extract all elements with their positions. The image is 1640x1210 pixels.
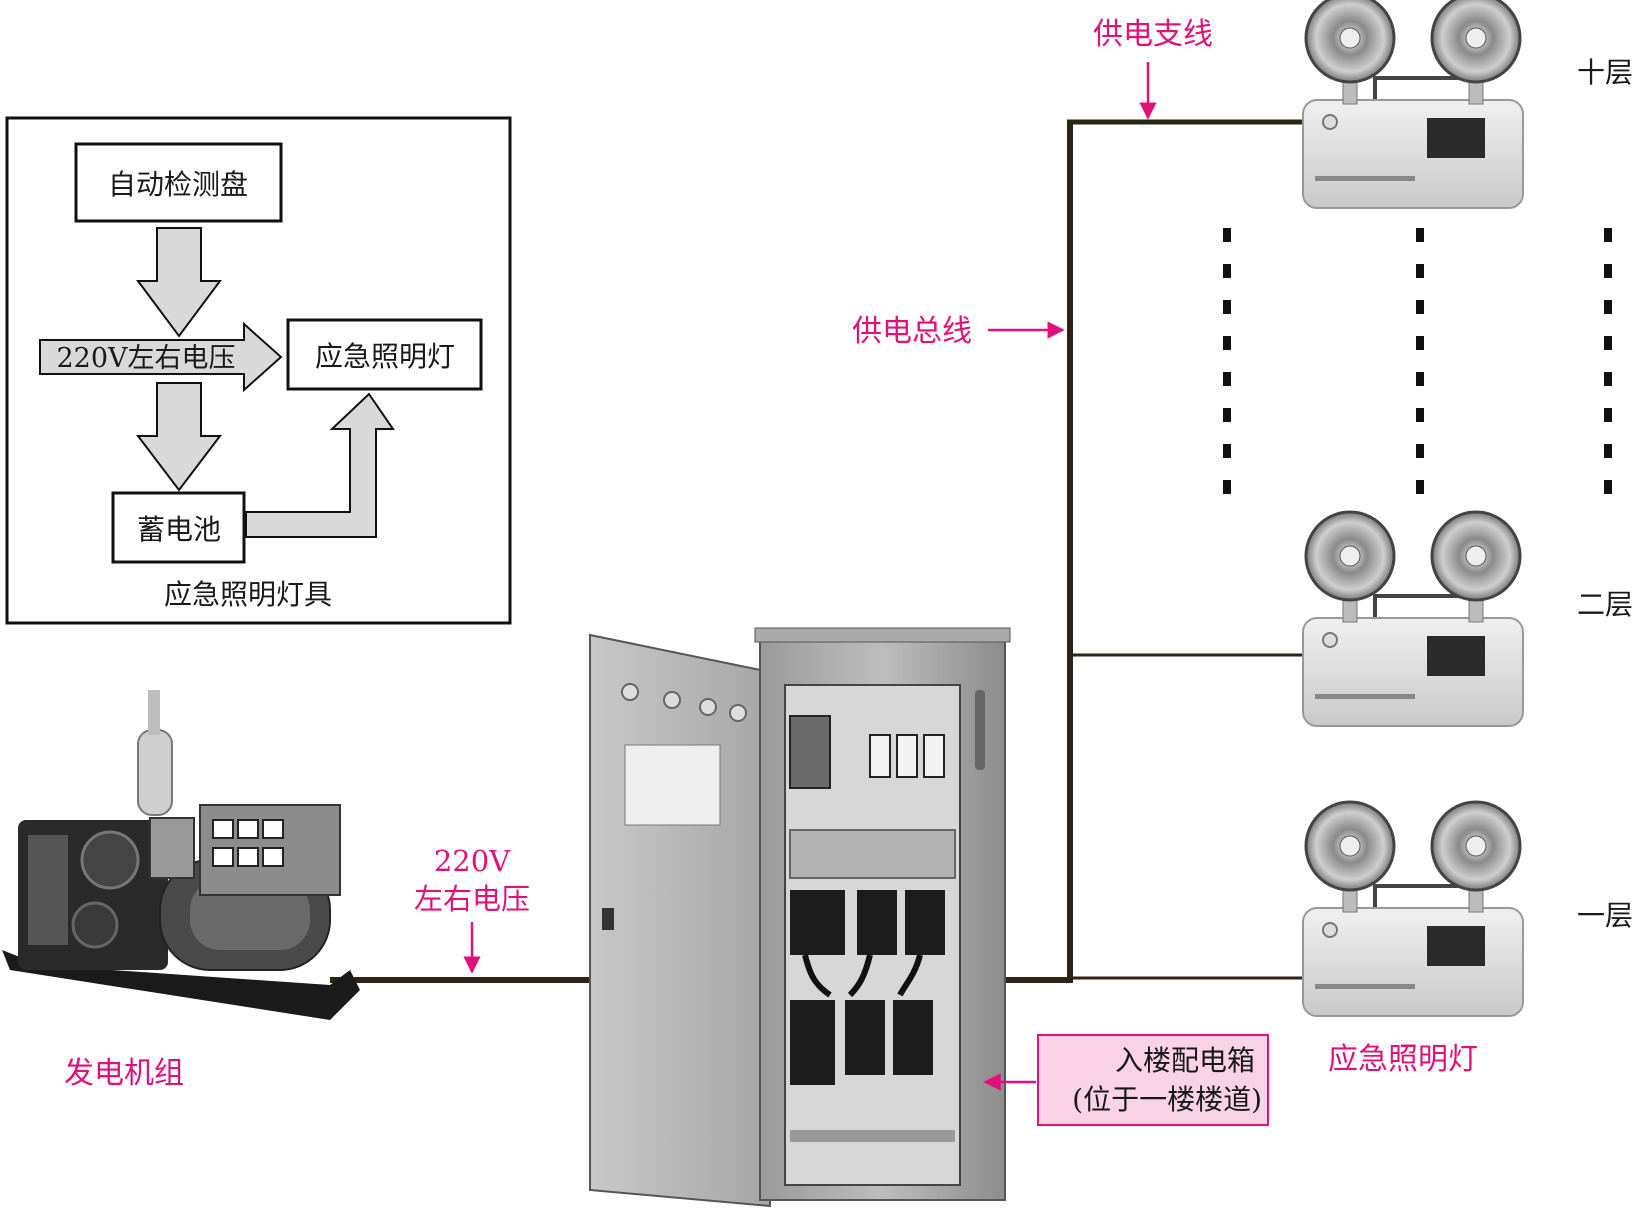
lamp-control-panel [1427,636,1485,676]
fuse [923,734,945,778]
alternator-housing [190,880,310,950]
wiring-diagram-sheet [624,744,721,826]
branch-line-label: 供电支线 [1093,17,1213,52]
lamp-bulb [1465,545,1487,567]
flowchart-frame [5,116,512,625]
door-indicator [729,704,747,722]
emergency-lamp-tenth [1302,0,1524,209]
voltage-arrow-icon [39,321,283,393]
circuit-breaker [790,1000,835,1085]
circuit-breaker [790,890,845,955]
busbar-cover [789,829,956,879]
door-indicator [699,698,717,716]
floor-label-first: 一层 [1577,899,1633,932]
radiator [28,835,68,945]
generator-breaker [149,817,195,879]
lamp-body [1302,617,1524,727]
lamp-bulb [1339,835,1361,857]
generator-skid [2,950,360,1020]
gauge [212,819,234,839]
door-indicator [621,683,639,701]
cabinet-roof [754,627,1011,643]
distribution-box-callout [1037,1034,1269,1126]
lamp-fixture-flowchart: 自动检测盘 220V左右电压 应急照明灯 蓄电池 应急照明灯具 [5,116,512,625]
emergency-lamp-first [1302,800,1524,1017]
exhaust-muffler [137,729,173,816]
lamp-bulb [1465,27,1487,49]
lamp-nameplate [1315,176,1415,181]
emergency-lamp-second [1302,510,1524,727]
voltage-input-label: 220V左右电压 [56,343,235,374]
lamp-body [1302,907,1524,1017]
voltage-label-line2: 左右电压 [414,882,530,916]
generator-label: 发电机组 [64,1056,184,1091]
emergency-lamp-box [286,318,483,391]
annotations: 供电支线 供电总线 220V 左右电压 发电机组 入楼配电箱 (位于一楼楼道) … [64,17,1633,1126]
bus-line-label: 供电总线 [852,314,972,349]
distribution-cabinet-image [589,627,1011,1208]
lamp-body [1302,99,1524,209]
battery-to-lamp-arrow-icon [245,392,395,538]
gauge [262,847,284,867]
emergency-lamps [1302,0,1524,1017]
battery-label: 蓄电池 [137,513,221,546]
door-indicator [663,691,681,709]
lamp-bulb [1339,545,1361,567]
energy-meter [789,715,831,789]
gauge [212,847,234,867]
emergency-lights-label: 应急照明灯 [1328,1042,1478,1077]
circuit-breaker [905,890,945,955]
engine-pulley [80,830,140,890]
lamp-nameplate [1315,694,1415,699]
lamp-nameplate [1315,984,1415,989]
fuse [896,734,918,778]
gauge [262,819,284,839]
lamp-control-panel [1427,926,1485,966]
distribution-box-label-line2: (位于一楼楼道) [1072,1083,1262,1116]
engine-gear [71,901,119,949]
lamp-bulb [1339,27,1361,49]
floor-label-second: 二层 [1577,588,1633,621]
generator-set-image [2,690,360,1020]
lamp-indicator [1322,114,1338,130]
distribution-box-label-line1: 入楼配电箱 [1115,1044,1255,1077]
cabinet-handle [975,690,985,770]
omitted-floors-dots [1223,228,1612,494]
detect-panel-box [74,142,283,223]
detect-panel-label: 自动检测盘 [108,168,248,201]
lamp-indicator [1322,632,1338,648]
voltage-label-line1: 220V [434,844,511,878]
gauge [237,847,259,867]
floor-label-tenth: 十层 [1577,56,1633,89]
lamp-bulb [1465,835,1487,857]
cable [802,954,832,998]
cable [897,954,923,997]
fuse [869,734,891,778]
battery-box [111,491,246,564]
circuit-breaker [857,890,897,955]
arrow-down-icon [136,227,222,338]
lamp-control-panel [1427,118,1485,158]
arrow-down-icon [135,382,223,492]
exhaust-pipe [148,690,160,735]
lamp-indicator [1322,922,1338,938]
cable [847,954,873,998]
terminal-strip [790,1130,955,1142]
gauge [237,819,259,839]
door-handle [602,908,614,930]
circuit-breaker [893,1000,933,1075]
circuit-breaker [845,1000,885,1075]
flowchart-caption: 应急照明灯具 [164,578,332,611]
cabinet-door [589,633,771,1208]
emergency-lamp-label: 应急照明灯 [315,340,455,373]
